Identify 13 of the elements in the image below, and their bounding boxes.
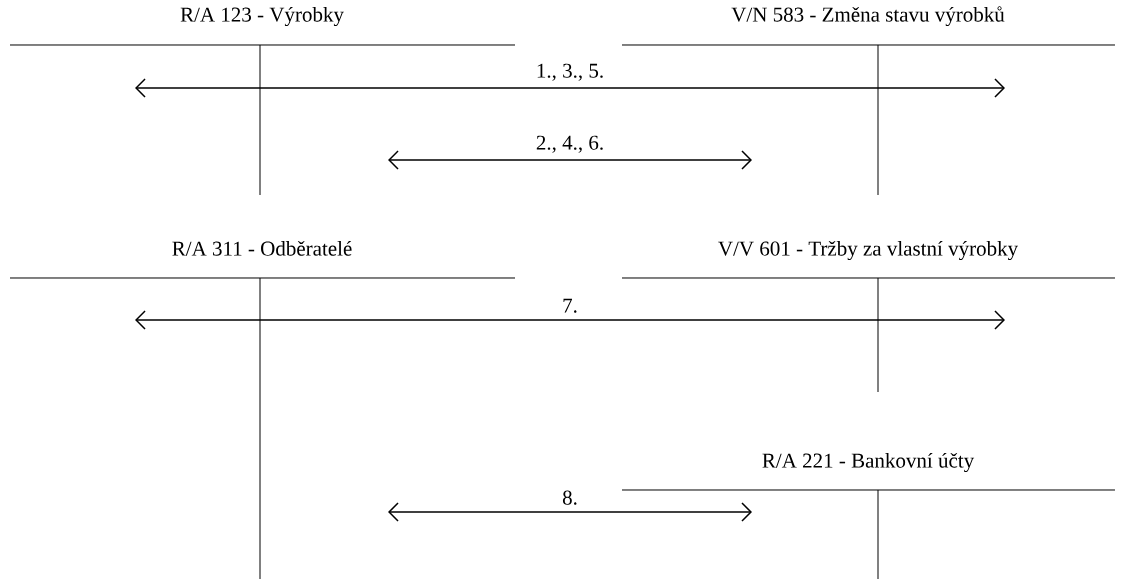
t-account: R/A 311 - Odběratelé xyxy=(9,240,516,579)
edge-label: 7. xyxy=(563,298,577,313)
edge-label: 1., 3., 5. xyxy=(537,63,603,81)
edge-label: 2., 4., 6. xyxy=(536,135,603,153)
arrow xyxy=(388,150,752,170)
arrow xyxy=(135,310,1005,330)
t-account: V/V 601 - Tržby za vlastní výrobky xyxy=(621,240,1116,393)
t-account: R/A 221 - Bankovní účty xyxy=(621,452,1116,579)
arrow xyxy=(388,502,752,522)
t-account: V/N 583 - Změna stavu výrobků xyxy=(621,6,1116,196)
arrow xyxy=(135,78,1005,98)
edge-label: 8. xyxy=(562,490,577,505)
t-account: R/A 123 - Výrobky xyxy=(9,6,516,196)
